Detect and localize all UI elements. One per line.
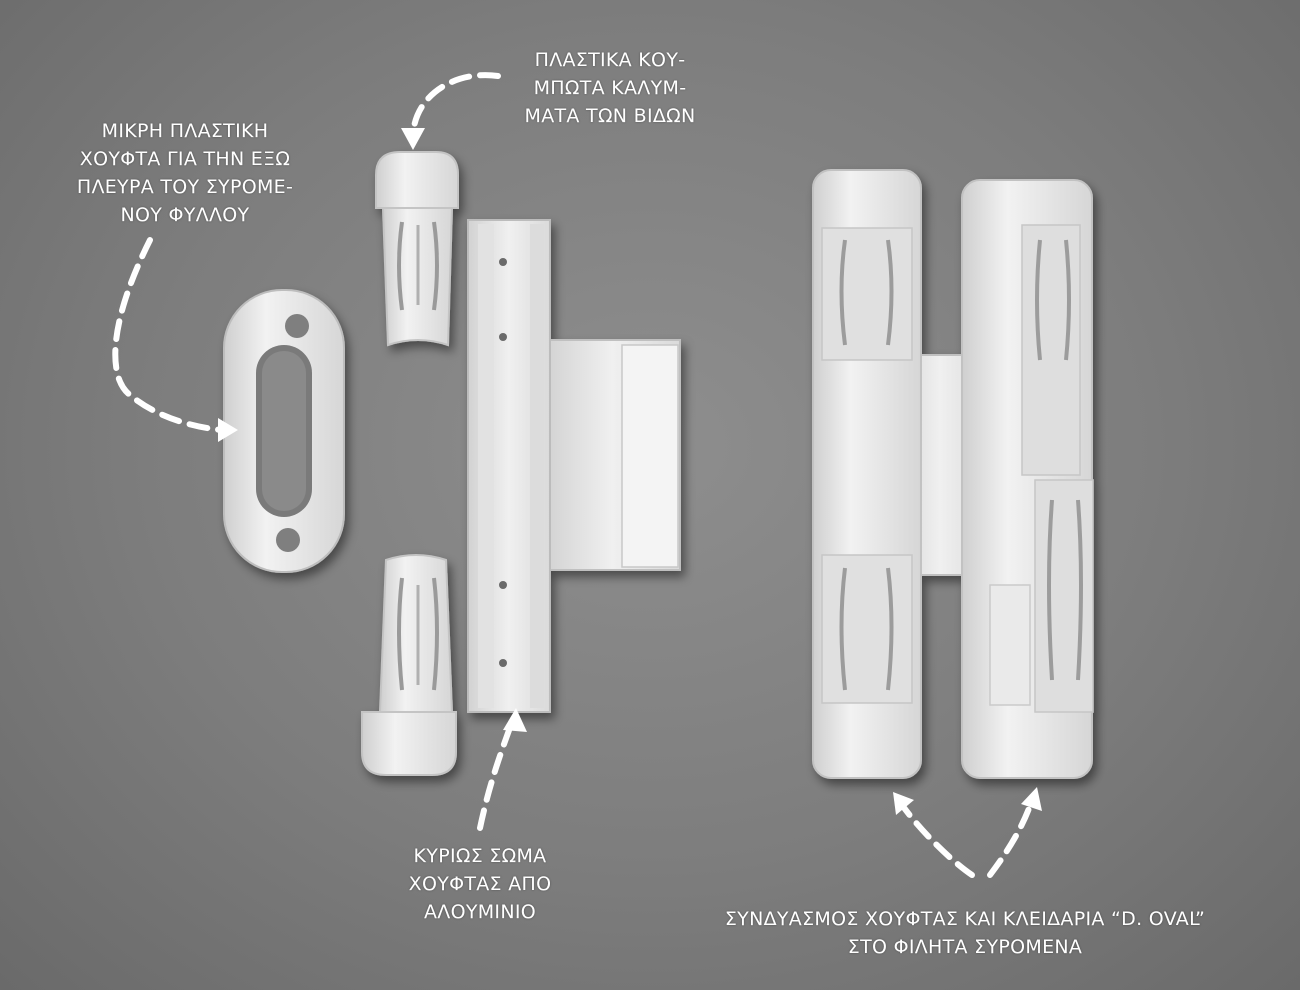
pointer-arrows [112, 72, 1035, 878]
arrow-to-combination-right [987, 797, 1035, 878]
screw-cover-cap-bottom [361, 554, 457, 776]
label-combination: ΣΥΝΔΥΑΣΜΟΣ ΧΟΥΦΤΑΣ ΚΑΙ ΚΛΕΙΔΑΡΙΑ “D. OVA… [724, 908, 1206, 958]
arrow-to-combination-left [899, 802, 975, 878]
arrow-heads [218, 128, 1042, 815]
arrow-to-small-handle [112, 237, 225, 433]
screw-cover-cap-top [375, 151, 459, 347]
assembled-handle-lock [812, 169, 1094, 779]
arrow-to-caps [410, 72, 501, 138]
label-main-body: ΚΥΡΙΩΣ ΣΩΜΑ ΧΟΥΦΤΑΣ ΑΠΟ ΑΛΟΥΜΙΝΙΟ [408, 845, 552, 923]
aluminium-handle-body [467, 219, 681, 713]
arrow-to-main-body [477, 719, 515, 831]
small-plastic-handle [223, 289, 345, 573]
label-small-handle: ΜΙΚΡΗ ΠΛΑΣΤΙΚΗ ΧΟΥΦΤΑ ΓΙΑ ΤΗΝ ΕΞΩ ΠΛΕΥΡΑ… [76, 120, 294, 226]
label-screw-caps: ΠΛΑΣΤΙΚΑ ΚΟΥ- ΜΠΩΤΑ ΚΑΛΥΜ- ΜΑΤΑ ΤΩΝ ΒΙΔΩ… [524, 49, 696, 127]
